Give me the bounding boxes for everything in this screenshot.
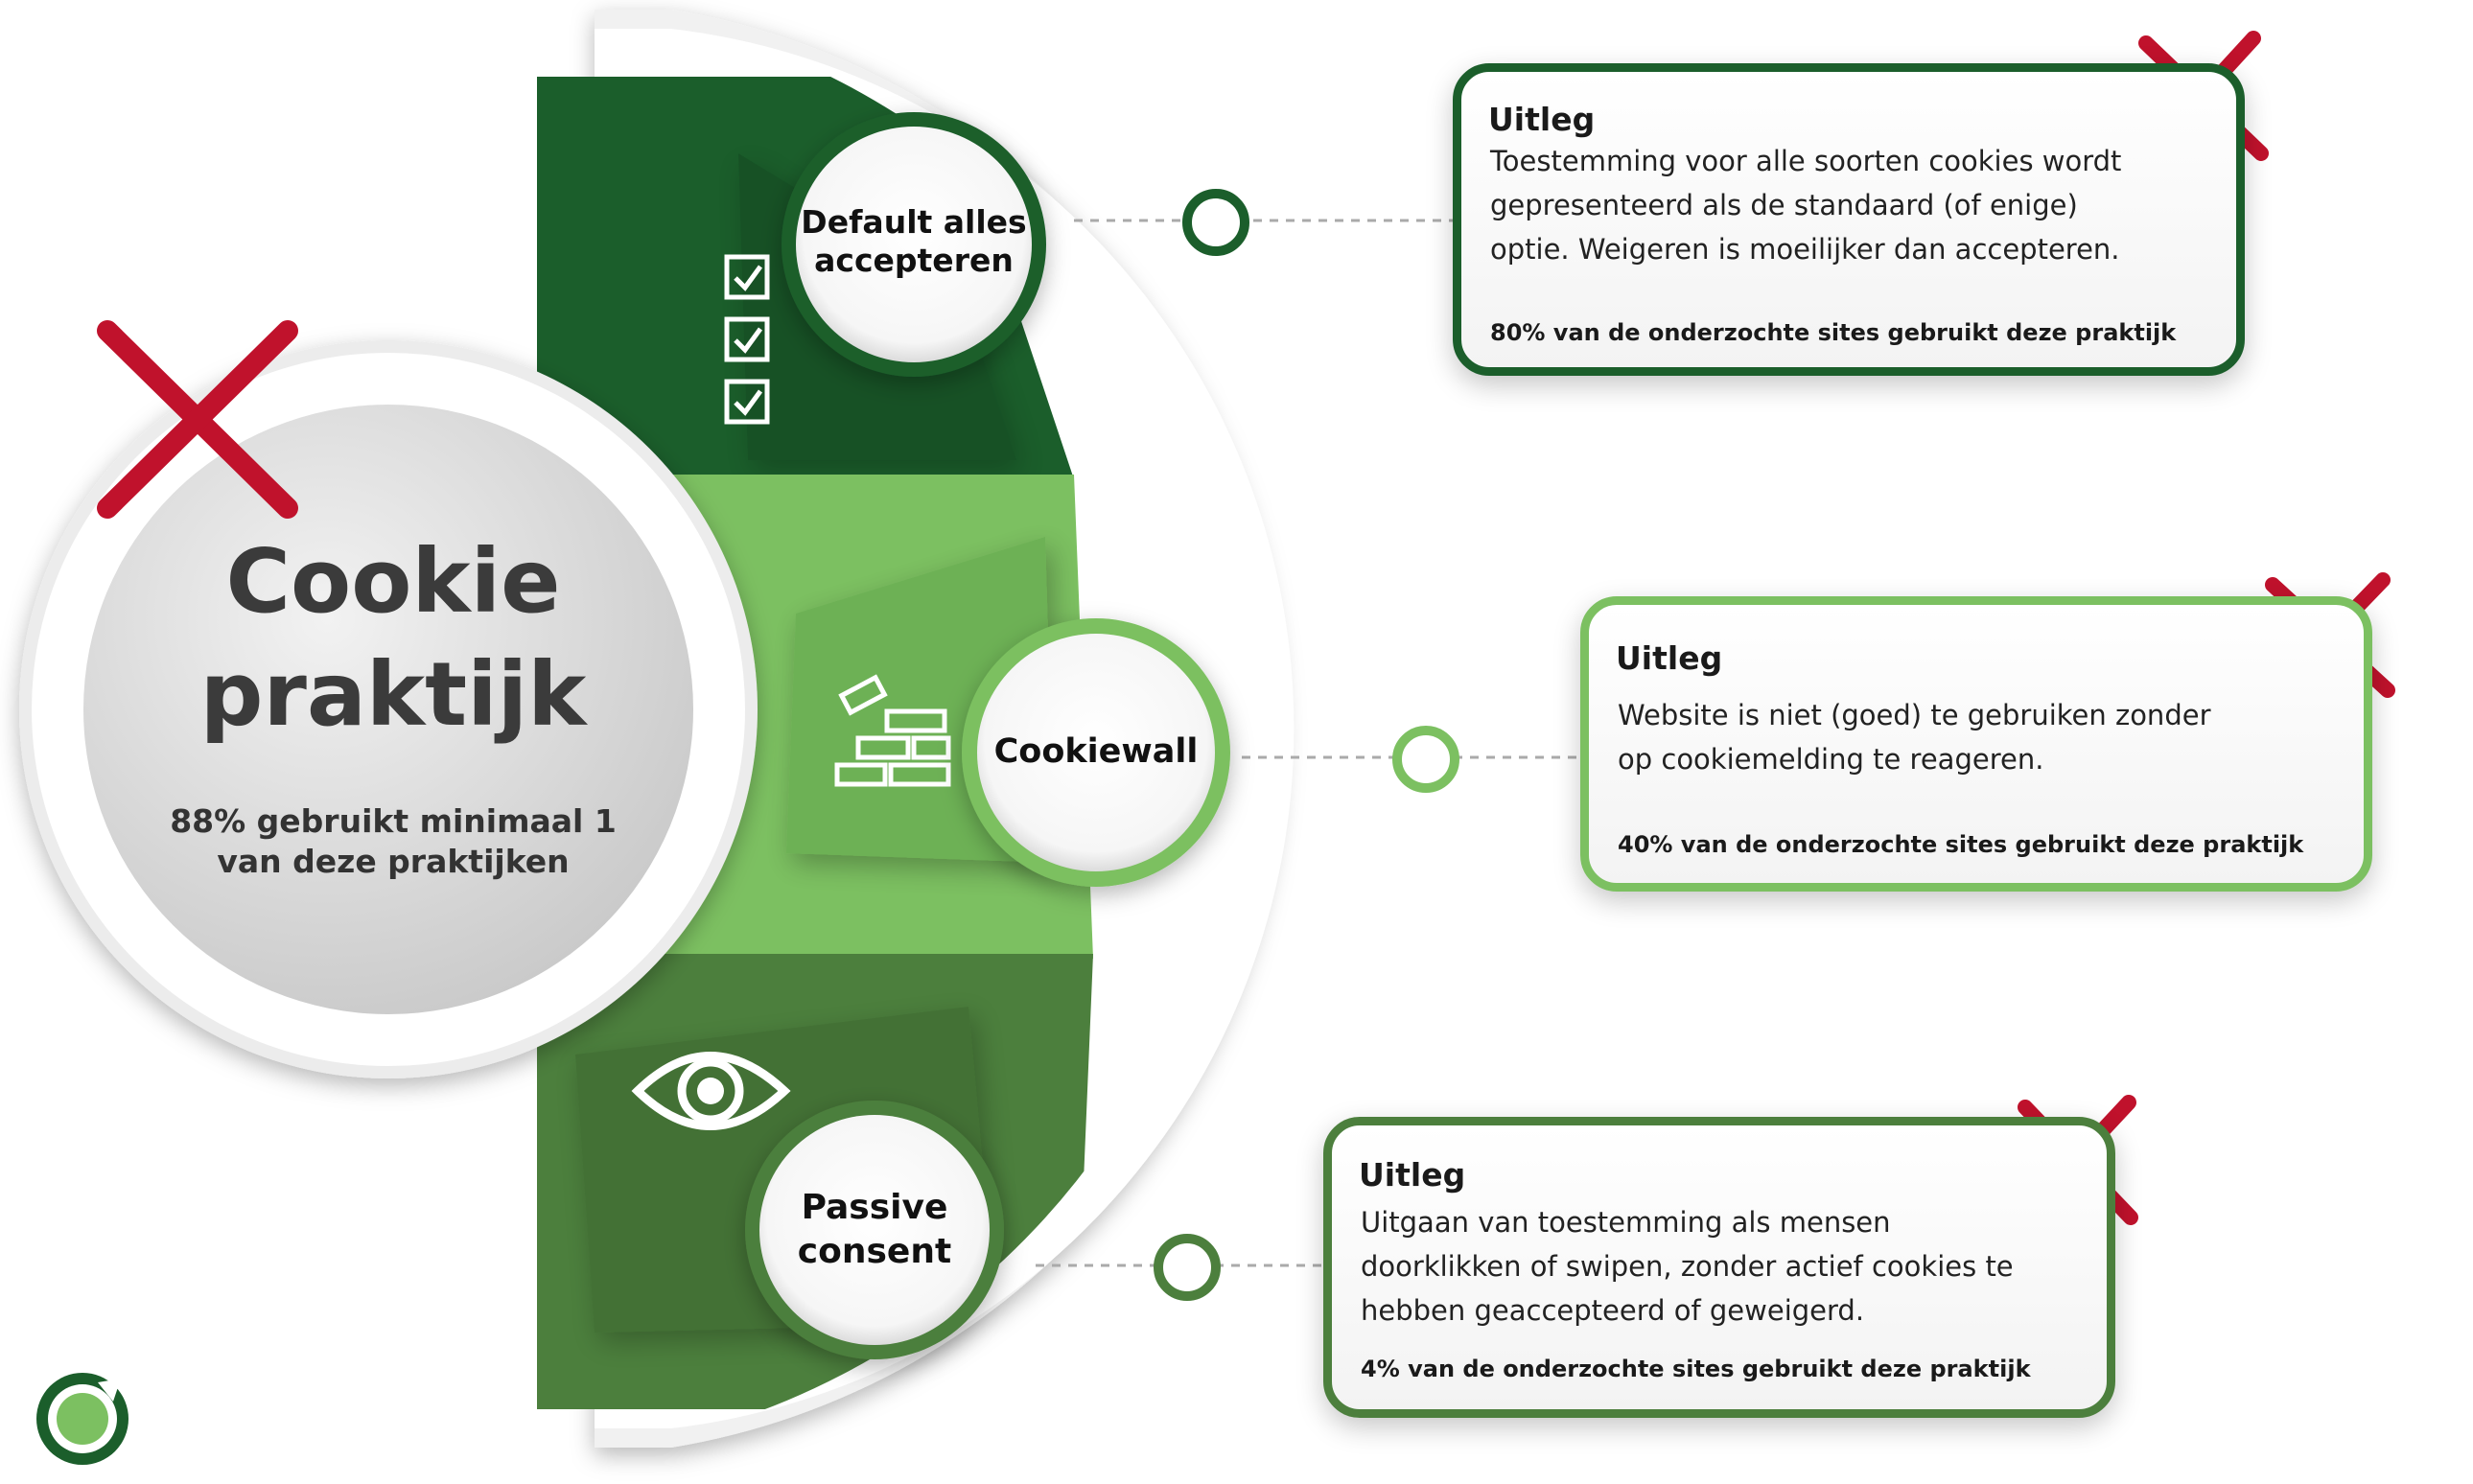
brick-wall-icon (834, 674, 951, 787)
box-text: Toestemming voor alle soorten cookies wo… (1490, 145, 2122, 266)
node-label-cookiewall: Cookiewall (993, 732, 1199, 771)
node-label-default-accept: Default alles accepteren (801, 203, 1027, 279)
box-title: Uitleg (1616, 639, 1723, 677)
box-stat: 4% van de onderzochte sites gebruikt dez… (1361, 1356, 2031, 1382)
checklist-icon (724, 254, 770, 425)
explanation-box-passive-consent: Uitleg Uitgaan van toestemming als mense… (1323, 1117, 2115, 1418)
eye-icon (631, 1052, 791, 1130)
box-title: Uitleg (1488, 101, 1596, 138)
explanation-box-default-accept: Uitleg Toestemming voor alle soorten coo… (1453, 63, 2245, 376)
center-subtitle: 88% gebruikt minimaal 1 van deze praktij… (170, 802, 617, 880)
center-circle (19, 340, 758, 1078)
node-default-accept (782, 112, 1046, 377)
connector-dot-3 (1154, 1234, 1221, 1301)
box-stat: 40% van de onderzochte sites gebruikt de… (1618, 831, 2304, 858)
box-text: Website is niet (goed) te gebruiken zond… (1618, 699, 2211, 776)
cross-icon-center (97, 320, 298, 519)
connector-dot-1 (1182, 189, 1249, 256)
explanation-box-cookiewall: Uitleg Website is niet (goed) te gebruik… (1580, 596, 2372, 892)
node-cookiewall (962, 618, 1230, 887)
box-stat: 80% van de onderzochte sites gebruikt de… (1490, 319, 2177, 346)
center-title: Cookie praktijk (199, 530, 587, 746)
node-label-passive-consent: Passive consent (797, 1188, 952, 1271)
company-logo-icon (36, 1373, 128, 1465)
node-passive-consent (745, 1101, 1004, 1359)
box-title: Uitleg (1359, 1156, 1466, 1194)
connector-dot-2 (1392, 726, 1459, 793)
box-text: Uitgaan van toestemming als mensen doork… (1361, 1206, 2014, 1327)
